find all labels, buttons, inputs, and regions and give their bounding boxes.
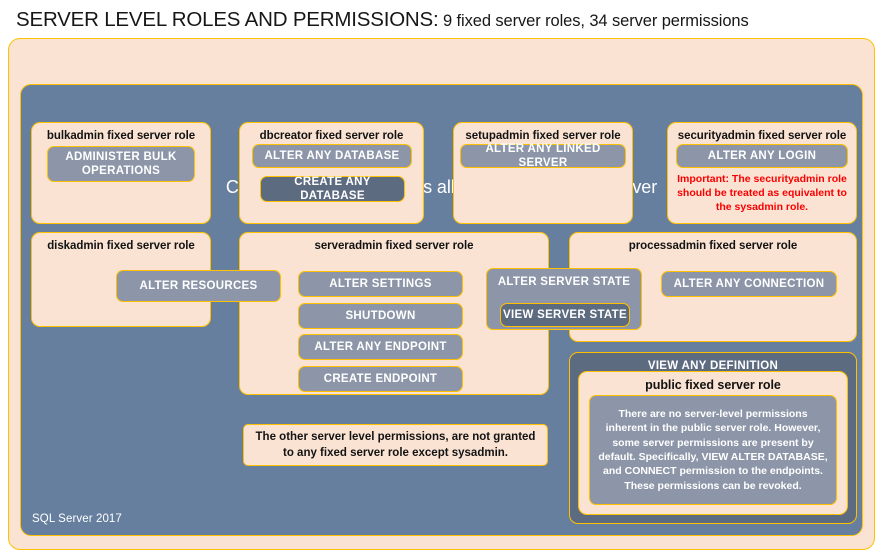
securityadmin-warning-note: Important: The securityadmin role should… bbox=[677, 173, 847, 213]
securityadmin-role-card: securityadmin fixed server role Importan… bbox=[667, 122, 857, 224]
permission-create-endpoint[interactable]: CREATE ENDPOINT bbox=[298, 366, 463, 392]
public-role-label: public fixed server role bbox=[645, 378, 781, 392]
securityadmin-role-label: securityadmin fixed server role bbox=[677, 130, 847, 142]
permission-alter-any-database[interactable]: ALTER ANY DATABASE bbox=[252, 144, 412, 168]
page-title-main: SERVER LEVEL ROLES AND PERMISSIONS: bbox=[16, 8, 439, 31]
setupadmin-role-card: setupadmin fixed server role bbox=[453, 122, 633, 224]
public-role-description: There are no server-level permissions in… bbox=[589, 395, 837, 505]
diskadmin-role-label: diskadmin fixed server role bbox=[47, 240, 195, 252]
processadmin-role-label: processadmin fixed server role bbox=[628, 240, 798, 252]
sql-server-version-label: SQL Server 2017 bbox=[32, 513, 122, 525]
permission-shutdown[interactable]: SHUTDOWN bbox=[298, 303, 463, 329]
dbcreator-role-card: dbcreator fixed server role bbox=[239, 122, 424, 224]
serveradmin-role-label: serveradmin fixed server role bbox=[314, 240, 474, 252]
dbcreator-role-label: dbcreator fixed server role bbox=[259, 130, 404, 142]
permission-alter-any-endpoint[interactable]: ALTER ANY ENDPOINT bbox=[298, 334, 463, 360]
permission-create-any-database[interactable]: CREATE ANY DATABASE bbox=[260, 176, 405, 202]
permission-alter-any-linked-server[interactable]: ALTER ANY LINKED SERVER bbox=[460, 143, 626, 169]
bulkadmin-role-label: bulkadmin fixed server role bbox=[46, 130, 196, 142]
permission-alter-any-connection[interactable]: ALTER ANY CONNECTION bbox=[661, 271, 837, 297]
permission-alter-settings[interactable]: ALTER SETTINGS bbox=[298, 271, 463, 297]
page-title: SERVER LEVEL ROLES AND PERMISSIONS: 9 fi… bbox=[16, 8, 876, 34]
other-permissions-note: The other server level permissions, are … bbox=[243, 424, 548, 466]
permission-alter-any-login[interactable]: ALTER ANY LOGIN bbox=[676, 144, 848, 168]
page-title-sub: 9 fixed server roles, 34 server permissi… bbox=[438, 12, 749, 30]
view-any-definition-label: VIEW ANY DEFINITION bbox=[647, 360, 779, 372]
setupadmin-role-label: setupadmin fixed server role bbox=[465, 130, 621, 142]
permission-view-server-state[interactable]: VIEW SERVER STATE bbox=[500, 303, 630, 327]
permission-alter-resources[interactable]: ALTER RESOURCES bbox=[116, 270, 281, 302]
permission-administer-bulk-operations[interactable]: ADMINISTER BULK OPERATIONS bbox=[47, 146, 195, 182]
